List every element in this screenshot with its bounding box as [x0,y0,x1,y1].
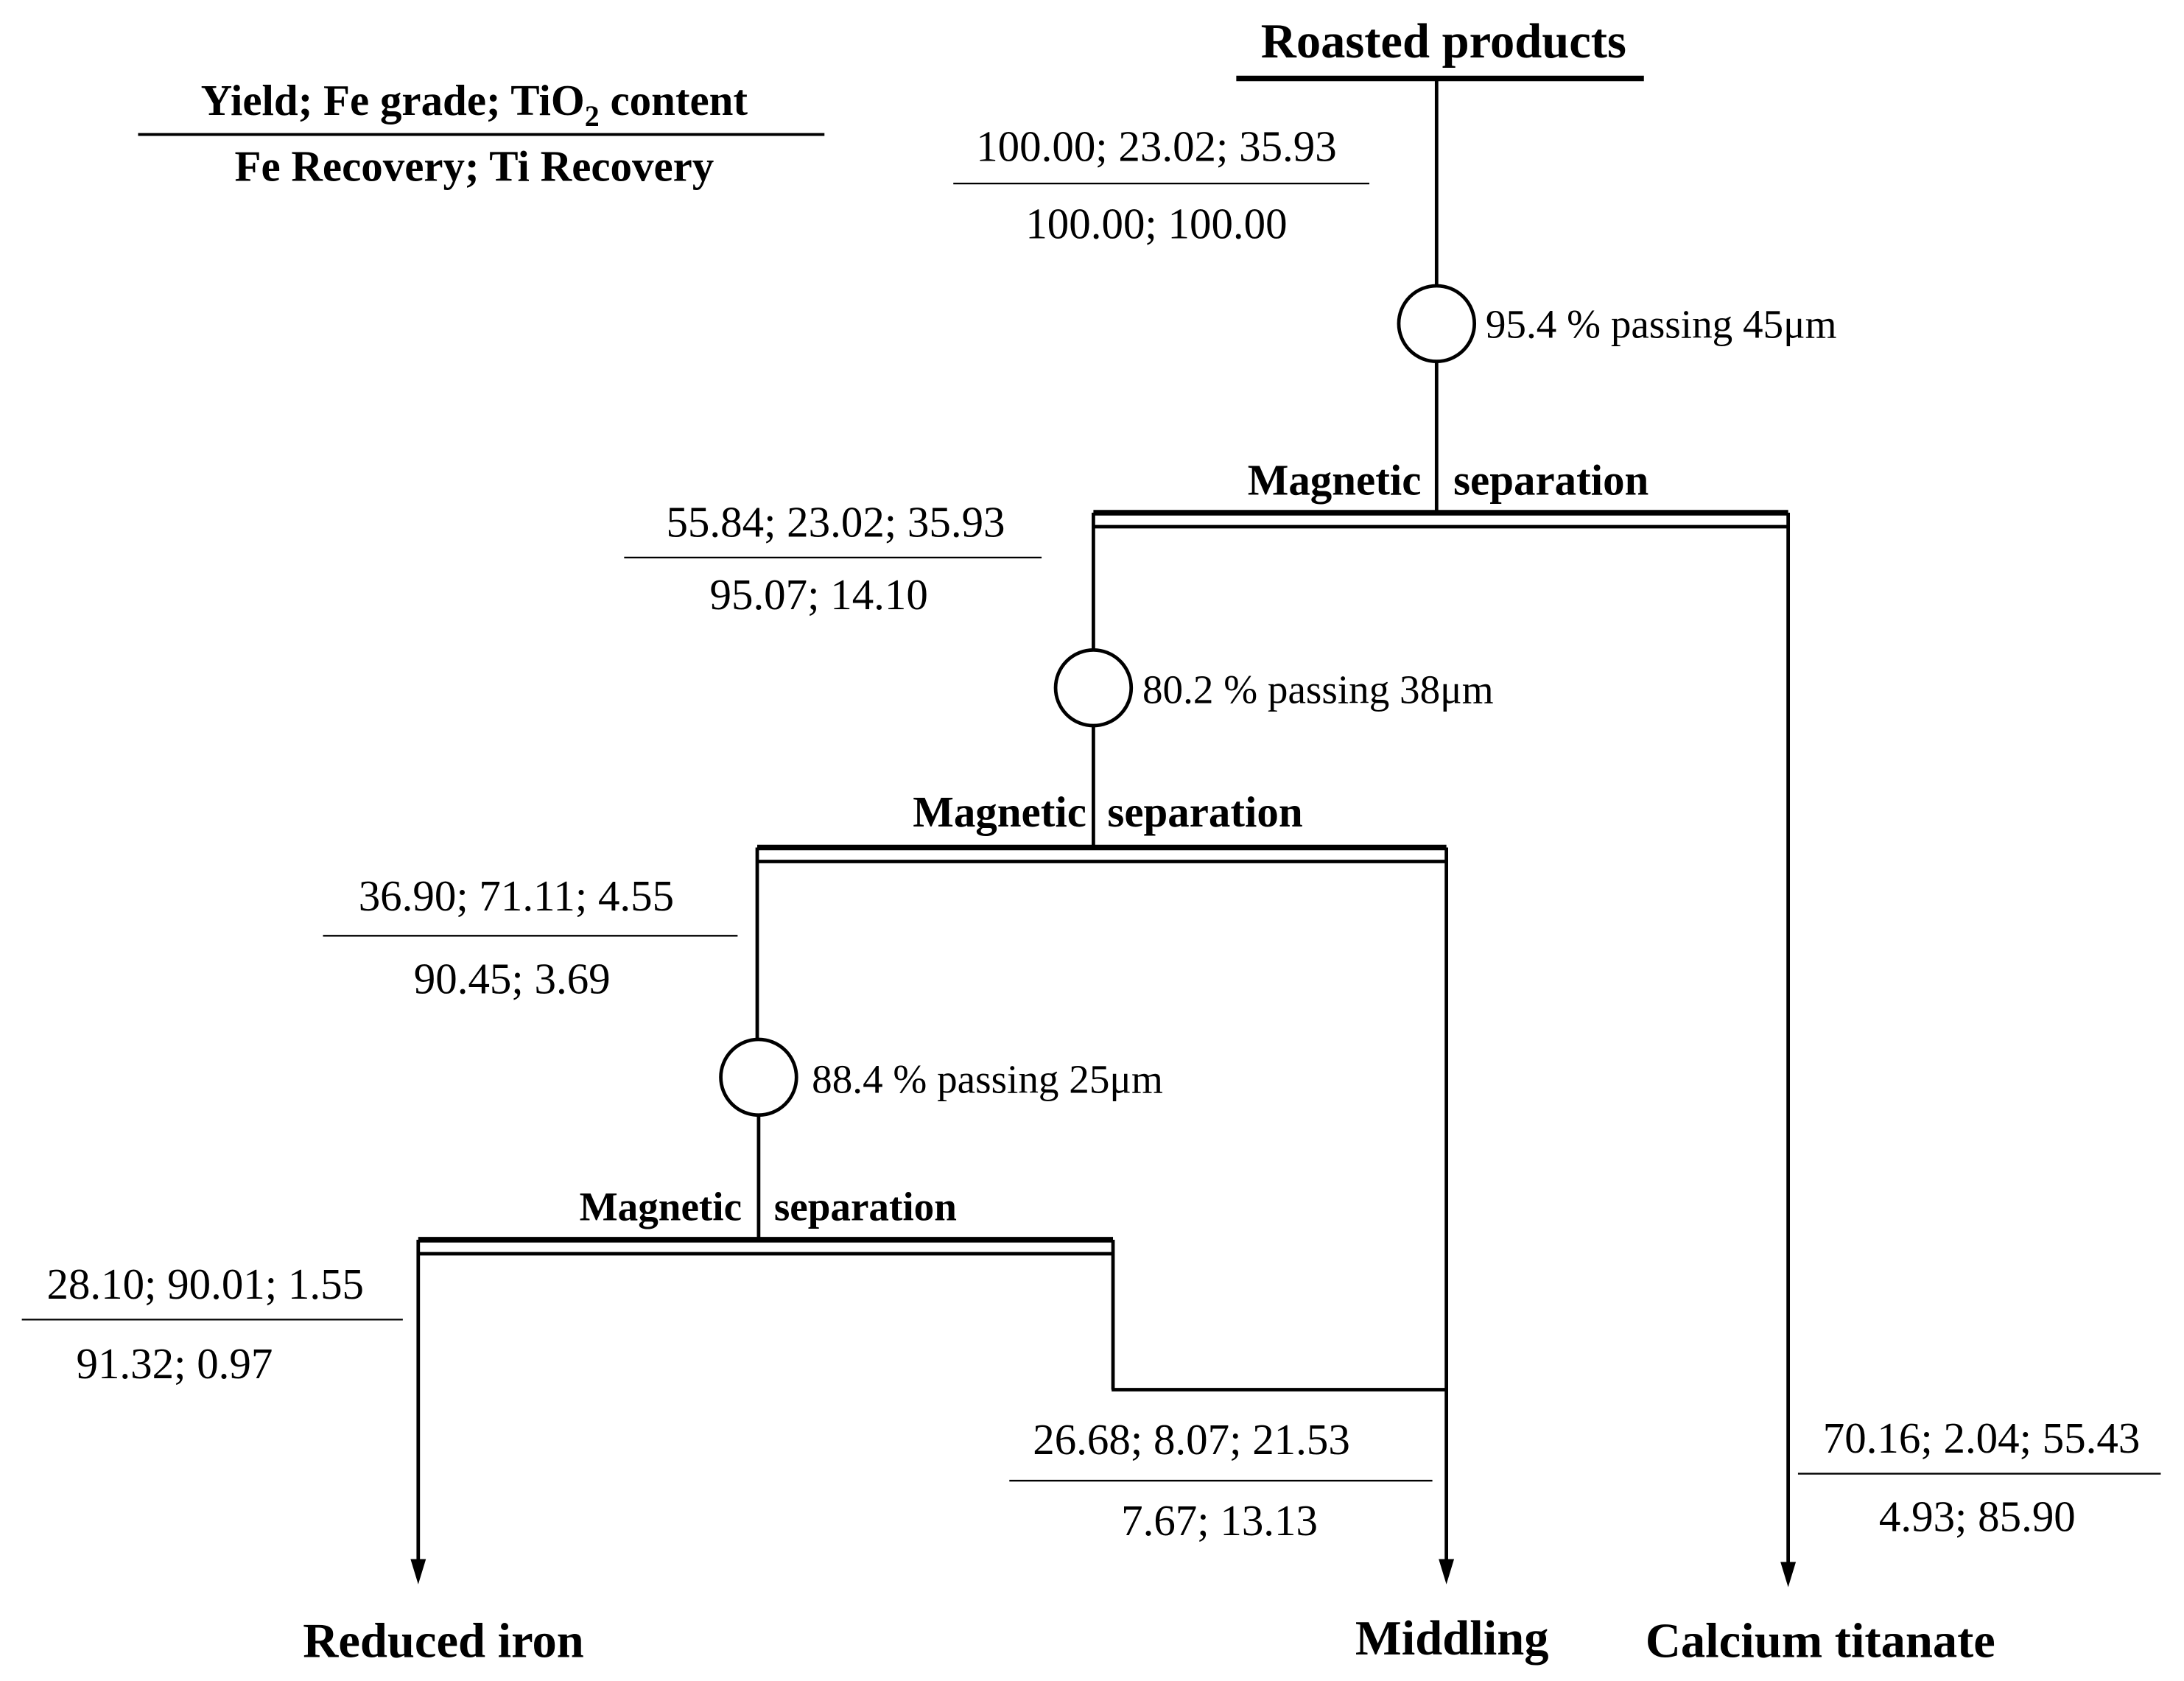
calcium-titanate-label: Calcium titanate [1646,1615,1995,1668]
calcium-titanate-values-top: 70.16; 2.04; 55.43 [1823,1414,2141,1462]
stage-2: 80.2 % passing 38μm Magnetic separation … [323,648,1494,1585]
stage-3-values-top: 28.10; 90.01; 1.55 [46,1260,364,1308]
feed-title: Roasted products [1261,15,1626,69]
grinding-label-2: 80.2 % passing 38μm [1142,667,1494,712]
legend-bottom-text: Fe Recovery; Ti Recovery [234,141,714,190]
stage-1-values-top: 55.84; 23.02; 35.93 [666,497,1005,546]
grinding-circle-1 [1397,284,1477,364]
calcium-titanate-values-bottom: 4.93; 85.90 [1879,1492,2076,1541]
feed-values-top: 100.00; 23.02; 35.93 [976,122,1337,171]
legend: Yield; Fe grade; TiO2 content Fe Recover… [138,76,825,190]
feed-node: Roasted products 100.00; 23.02; 35.93 10… [953,15,1644,248]
reduced-iron-label: Reduced iron [303,1615,583,1668]
grinding-circle-2 [1053,648,1134,728]
middling-arrowhead [1439,1559,1455,1585]
separation-label-2-right: separation [1107,787,1302,836]
stage-3: 88.4 % passing 25μm Magnetic separation … [21,1037,1448,1585]
separation-label-1-left: Magnetic [1248,455,1422,504]
separation-label-3-right: separation [774,1184,957,1229]
stage-1-values-bottom: 95.07; 14.10 [710,570,928,619]
stage-3-values-bottom: 91.32; 0.97 [76,1339,273,1388]
grinding-label-3: 88.4 % passing 25μm [812,1056,1163,1101]
stage-1: 95.4 % passing 45μm Magnetic separation … [624,78,1837,1587]
feed-values-bottom: 100.00; 100.00 [1025,199,1287,248]
separation-label-2-left: Magnetic [913,787,1086,836]
separation-label-1-right: separation [1453,455,1648,504]
reduced-iron-arrowhead [410,1559,426,1585]
stage-2-values-bottom: 90.45; 3.69 [414,954,611,1003]
calcium-titanate-arrowhead [1780,1562,1797,1587]
separation-label-3-left: Magnetic [580,1184,742,1229]
middling-values: 26.68; 8.07; 21.53 7.67; 13.13 [1009,1415,1433,1545]
calcium-titanate-values: 70.16; 2.04; 55.43 4.93; 85.90 [1797,1414,2161,1541]
middling-label: Middling [1355,1612,1549,1666]
stage-2-values-top: 36.90; 71.11; 4.55 [359,871,674,920]
grinding-circle-3 [719,1037,798,1117]
middling-values-top: 26.68; 8.07; 21.53 [1033,1415,1350,1464]
grinding-label-1: 95.4 % passing 45μm [1486,301,1837,346]
middling-values-bottom: 7.67; 13.13 [1121,1496,1318,1545]
legend-top-text: Yield; Fe grade; TiO2 content [201,76,748,133]
